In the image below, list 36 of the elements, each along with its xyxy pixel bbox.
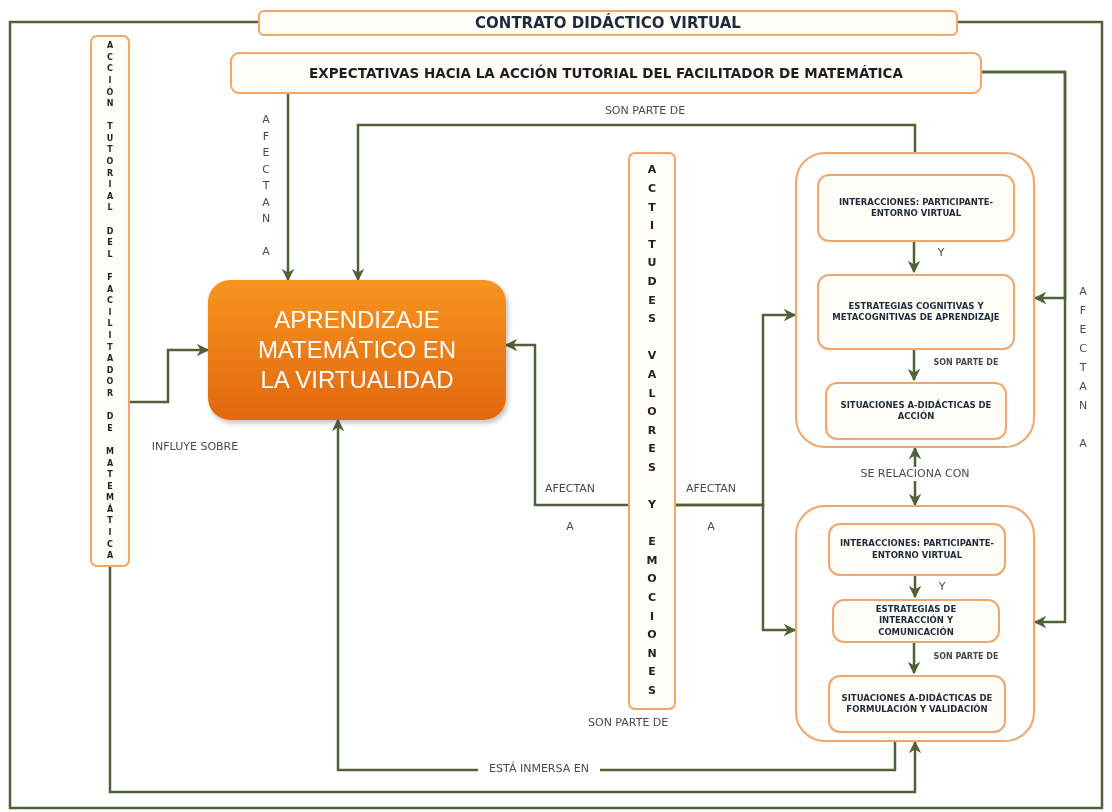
arrow [907, 240, 921, 274]
arrow [504, 338, 628, 507]
note-label: SON PARTE DE [588, 716, 669, 729]
arrow [281, 94, 295, 282]
title-box: CONTRATO DIDÁCTICO VIRTUAL [258, 10, 958, 36]
concept-box: INTERACCIONES: PARTICIPANTE-ENTORNO VIRTUAL [817, 174, 1015, 242]
arrow [130, 343, 210, 404]
edge-label: SON PARTE DE [932, 357, 1000, 369]
concept-box: ESTRATEGIAS COGNITIVAS Y METACOGNITIVAS DE APRENDIZAJE [817, 274, 1015, 350]
arrow [108, 567, 922, 794]
concept-box: ESTRATEGIAS DE INTERACCIÓN Y COMUNICACIÓN [832, 599, 1000, 643]
arrow [908, 446, 922, 507]
arrow [351, 123, 917, 282]
arrow [907, 348, 921, 382]
edge-label: AFECTAN A [260, 112, 272, 260]
concept-box: SITUACIONES A-DIDÁCTICAS DE FORMULACIÓN Y VALIDACIÓN [828, 675, 1006, 733]
arrow [676, 503, 797, 637]
vertical-text-box: ACTITUDES VALORES Y EMOCIONES [628, 152, 676, 710]
edge-label: SON PARTE DE [603, 104, 687, 118]
group-frame [795, 152, 1035, 448]
arrow [982, 70, 1067, 629]
concept-box: SITUACIONES A-DIDÁCTICAS DE ACCIÓN [825, 382, 1007, 440]
edge-label: AFECTAN A [543, 481, 597, 535]
edge-label: AFECTAN A [684, 481, 738, 535]
edge-label: Y [937, 580, 947, 594]
edge-label: SON PARTE DE [932, 651, 1000, 663]
arrow [907, 641, 921, 675]
edge-label: Y [936, 246, 946, 260]
edge-label: INFLUYE SOBRE [150, 439, 240, 455]
group-frame [795, 505, 1035, 742]
arrow [908, 574, 922, 599]
concept-box: INTERACCIONES: PARTICIPANTE-ENTORNO VIRTUAL [828, 523, 1006, 576]
edge-label: AFECTAN A [1077, 284, 1089, 452]
main-concept-box: APRENDIZAJE MATEMÁTICO EN LA VIRTUALIDAD [208, 280, 506, 420]
vertical-text-box: ACCIÓN TUTORIAL DEL FACILITADOR DE MATEMÁTICA [90, 35, 130, 567]
concept-box: EXPECTATIVAS HACIA LA ACCIÓN TUTORIAL DEL FACILITADOR DE MATEMÁTICA [230, 52, 982, 94]
